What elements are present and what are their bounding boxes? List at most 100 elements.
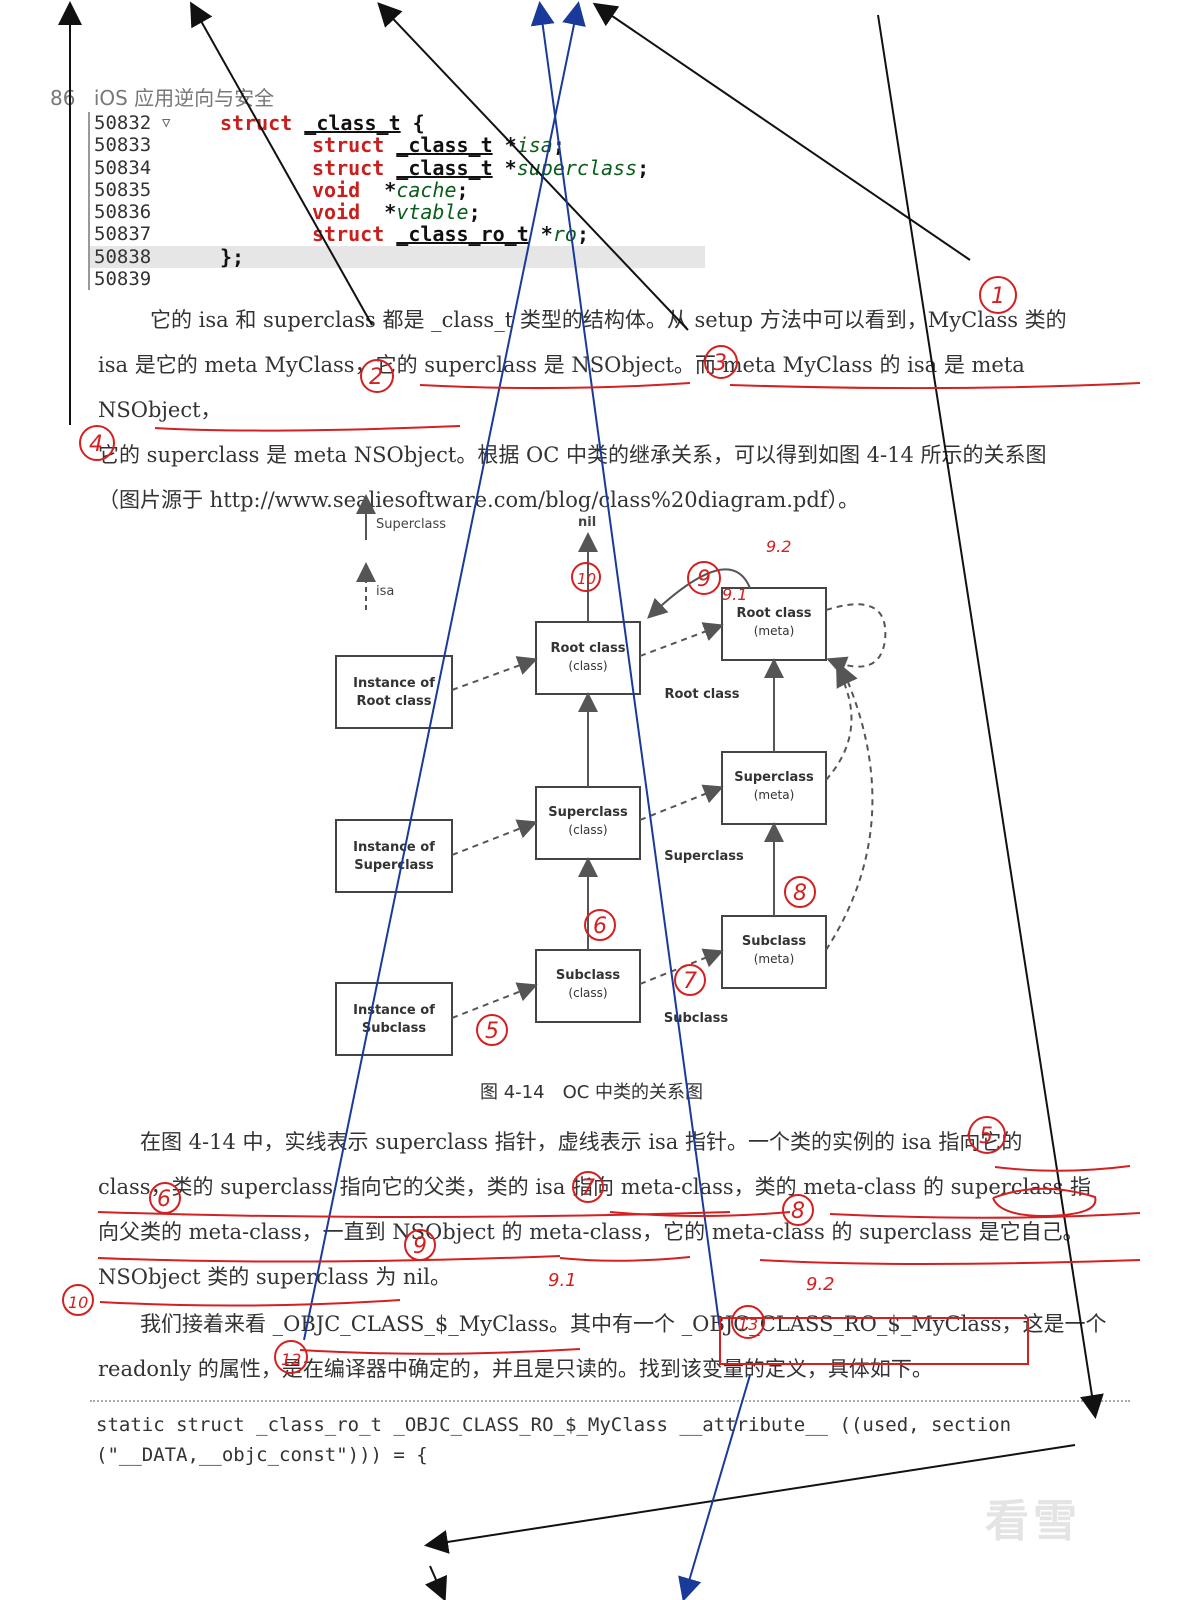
- code-line: 50832 ▽ struct _class_t {: [90, 111, 720, 135]
- code-text: void *vtable;: [312, 200, 481, 225]
- isa-arrow: [825, 666, 855, 781]
- text-line: 它的 isa 和 superclass 都是 _class_t 类型的结构体。从…: [150, 308, 1067, 332]
- code-line: 50839: [90, 268, 720, 290]
- text-line: readonly 的属性，是在编译器中确定的，并且是只读的。找到该变量的定义，具…: [98, 1357, 933, 1381]
- instance-box-sub: Instance of Subclass: [335, 982, 453, 1056]
- code-field: ro: [552, 222, 577, 247]
- code-line: 50835 void *cache;: [90, 177, 720, 202]
- row-label: Subclass: [664, 1011, 729, 1026]
- code-line: ("__DATA,__objc_const"))) = {: [96, 1444, 428, 1466]
- class-relationship-diagram: Superclass isa nil Instance of Root clas…: [335, 494, 887, 1056]
- svg-text:(class): (class): [568, 986, 607, 1000]
- divider: [90, 1400, 1130, 1402]
- instance-box-super: Instance of Superclass: [335, 819, 453, 893]
- fold-triangle-icon[interactable]: ▽: [162, 115, 171, 131]
- svg-text:Subclass: Subclass: [556, 968, 621, 983]
- row-label: Root class: [664, 687, 739, 702]
- code-type: _class_t: [396, 133, 493, 158]
- code-line: static struct _class_ro_t _OBJC_CLASS_RO…: [96, 1414, 1012, 1436]
- line-number: 50835: [94, 178, 152, 201]
- line-number: 50834: [94, 156, 152, 179]
- line-number: 50837: [94, 223, 152, 246]
- code-type: _class_ro_t: [396, 222, 529, 247]
- svg-text:Superclass: Superclass: [548, 805, 628, 820]
- paragraph-class-ro: 我们接着来看 _OBJC_CLASS_$_MyClass。其中有一个 _OBJC…: [98, 1302, 1128, 1392]
- text-line: class，类的 superclass 指向它的父类，类的 isa 指向 met…: [98, 1175, 1092, 1199]
- isa-arrow: [639, 622, 724, 657]
- code-text: struct _class_t *superclass;: [312, 155, 650, 180]
- svg-text:Subclass: Subclass: [742, 934, 807, 949]
- line-number: 50833: [94, 134, 152, 157]
- row-label: Superclass: [664, 849, 744, 864]
- text-line: NSObject 类的 superclass 为 nil。: [98, 1265, 451, 1289]
- code-text: void *cache;: [312, 177, 469, 202]
- class-box-sub: Subclass (class): [535, 949, 641, 1023]
- isa-arrow: [639, 784, 724, 821]
- page-header: 86 iOS 应用逆向与安全: [50, 82, 274, 111]
- code-keyword: struct: [312, 155, 385, 180]
- code-listing-class-ro: static struct _class_ro_t _OBJC_CLASS_RO…: [96, 1410, 1011, 1470]
- instance-label: Instance of: [353, 1003, 435, 1018]
- code-line: 50836 void *vtable;: [90, 200, 720, 225]
- code-keyword: struct: [220, 111, 293, 135]
- svg-text:(class): (class): [568, 823, 607, 837]
- class-box-super: Superclass (class): [535, 786, 641, 860]
- isa-arrow: [639, 948, 724, 985]
- isa-arrow: [451, 982, 538, 1019]
- svg-text:10: 10: [68, 1293, 88, 1312]
- figure-caption: 图 4-14 OC 中类的关系图: [480, 1082, 704, 1103]
- line-number: 50838: [94, 245, 152, 268]
- code-type: _class_t: [304, 111, 401, 135]
- legend-superclass-label: Superclass: [376, 517, 446, 532]
- watermark: 看雪: [985, 1496, 1081, 1547]
- svg-text:(class): (class): [568, 659, 607, 673]
- text-line: isa 是它的 meta MyClass，它的 superclass 是 NSO…: [98, 353, 1025, 422]
- instance-box-root: Instance of Root class: [335, 655, 453, 729]
- text-line: 向父类的 meta-class，一直到 NSObject 的 meta-clas…: [98, 1220, 1084, 1244]
- line-number: 50836: [94, 201, 152, 224]
- code-line: 50838};: [90, 245, 705, 268]
- instance-label: Root class: [356, 694, 431, 709]
- code-keyword: struct: [312, 133, 385, 158]
- code-text: struct _class_t {: [220, 111, 425, 135]
- code-text: struct _class_t *isa;: [312, 133, 565, 158]
- meta-box-super: Superclass (meta): [721, 751, 827, 825]
- code-field: superclass: [516, 155, 638, 180]
- svg-text:Root class: Root class: [736, 606, 811, 621]
- code-type: _class_t: [396, 155, 493, 180]
- code-line: 50833 struct _class_t *isa;: [90, 133, 720, 158]
- instance-label: Instance of: [353, 676, 435, 691]
- pen-arrow: [424, 1565, 447, 1600]
- code-listing-class-t: 50832 ▽ struct _class_t { 50833 struct _clas…: [88, 111, 720, 291]
- code-keyword: void: [312, 177, 361, 202]
- legend-isa-label: isa: [376, 584, 394, 599]
- meta-box-root: Root class (meta): [721, 587, 827, 661]
- isa-arrow-self: [825, 603, 887, 676]
- code-field: isa: [516, 133, 553, 158]
- isa-arrow: [451, 656, 538, 691]
- code-field: vtable: [396, 200, 469, 225]
- code-text: struct _class_ro_t *ro;: [312, 222, 589, 247]
- svg-text:(meta): (meta): [754, 788, 795, 802]
- line-number: 50839: [94, 268, 152, 291]
- instance-label: Subclass: [362, 1021, 427, 1036]
- pen-arrow-blue: [678, 1374, 751, 1600]
- isa-arrow: [451, 819, 538, 856]
- svg-text:(meta): (meta): [754, 952, 795, 966]
- isa-arrow: [825, 664, 874, 951]
- svg-text:(meta): (meta): [754, 624, 795, 638]
- line-number: 50832: [94, 112, 152, 134]
- svg-text:Superclass: Superclass: [734, 770, 814, 785]
- svg-text:Root class: Root class: [550, 641, 625, 656]
- instance-label: Instance of: [353, 840, 435, 855]
- class-box-root: Root class (class): [535, 621, 641, 695]
- text-line: 我们接着来看 _OBJC_CLASS_$_MyClass。其中有一个 _OBJC…: [98, 1312, 1107, 1336]
- page-number: 86: [50, 86, 76, 110]
- code-keyword: struct: [312, 222, 385, 247]
- text-line: 它的 superclass 是 meta NSObject。根据 OC 中类的继…: [98, 443, 1047, 467]
- code-field: cache: [396, 177, 457, 202]
- paragraph-diagram-explanation: 在图 4-14 中，实线表示 superclass 指针，虚线表示 isa 指针…: [98, 1120, 1128, 1300]
- instance-label: Superclass: [354, 858, 434, 873]
- book-title: iOS 应用逆向与安全: [93, 86, 275, 110]
- code-line: 50837 struct _class_ro_t *ro;: [90, 222, 720, 247]
